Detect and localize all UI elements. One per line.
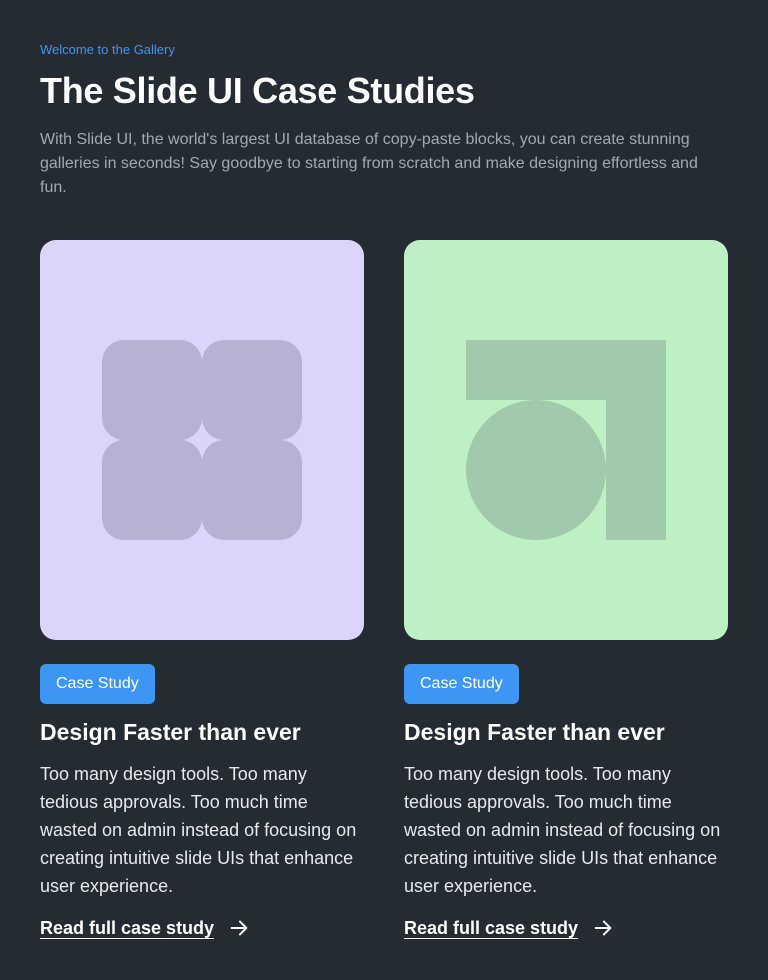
card-description: Too many design tools. Too many tedious …	[40, 764, 357, 896]
case-study-badge[interactable]: Case Study	[404, 664, 519, 704]
arrow-right-icon	[230, 920, 248, 936]
page-title: The Slide UI Case Studies	[40, 70, 475, 111]
gallery-header: Welcome to the Gallery The Slide UI Case…	[40, 40, 730, 200]
card-description: Too many design tools. Too many tedious …	[404, 764, 721, 896]
read-case-study-link[interactable]: Read full case study	[404, 914, 728, 942]
case-study-badge[interactable]: Case Study	[40, 664, 155, 704]
case-study-card-2: Case Study Design Faster than ever Too m…	[404, 240, 728, 942]
read-case-study-label: Read full case study	[40, 917, 215, 938]
read-case-study-label: Read full case study	[404, 917, 579, 938]
card-title: Design Faster than ever	[404, 719, 665, 745]
case-study-card-1: Case Study Design Faster than ever Too m…	[40, 240, 364, 942]
circle-and-bracket-icon	[466, 340, 666, 540]
eyebrow-label: Welcome to the Gallery	[40, 42, 175, 57]
card-title: Design Faster than ever	[40, 719, 301, 745]
four-rounded-squares-icon	[102, 340, 302, 540]
intro-text: With Slide UI, the world's largest UI da…	[40, 131, 698, 196]
read-case-study-link[interactable]: Read full case study	[40, 914, 364, 942]
case-study-illustration	[40, 240, 364, 640]
case-study-illustration	[404, 240, 728, 640]
arrow-right-icon	[594, 920, 612, 936]
